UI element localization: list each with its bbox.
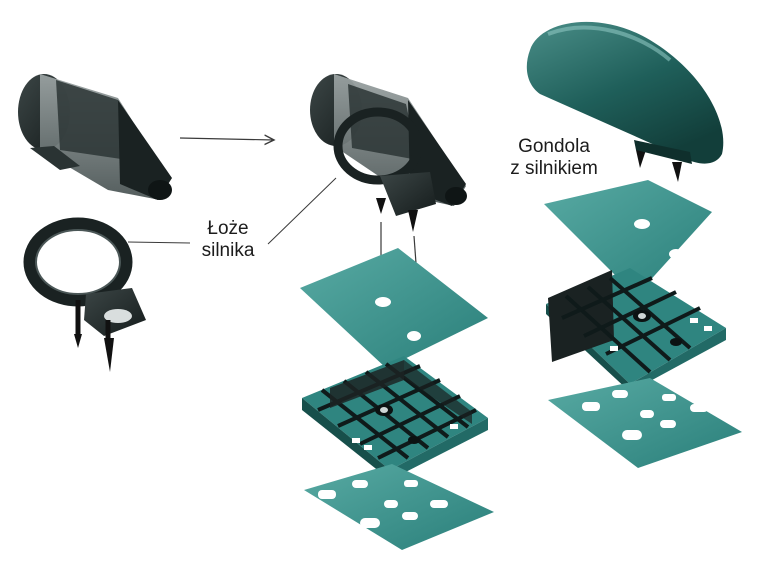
- gondola-label-line1: Gondola: [518, 136, 590, 157]
- engine-in-mount-middle: [310, 74, 467, 232]
- bottom-plate-right: [548, 378, 742, 468]
- engine-part-left: [18, 74, 172, 200]
- gondola-right: [526, 21, 724, 182]
- engine-mount-label-line1: Łoże: [207, 218, 249, 239]
- mounting-plate-middle: [300, 248, 488, 368]
- top-plate-right: [544, 180, 712, 296]
- assembly-arrow: [179, 138, 274, 140]
- mount-leader-line-right: [267, 177, 337, 245]
- engine-mount-label: Łoże silnika: [185, 218, 271, 262]
- gondola-label-line2: z silnikiem: [510, 158, 598, 179]
- gondola-label: Gondola z silnikiem: [496, 136, 612, 180]
- grid-frame-middle: [302, 356, 488, 480]
- engine-mount-ring-left: [23, 217, 146, 372]
- grid-frame-right: [546, 268, 726, 392]
- engine-mount-label-line2: silnika: [201, 240, 255, 261]
- mount-leader-line-left: [127, 241, 191, 244]
- bottom-plate-middle: [304, 464, 494, 550]
